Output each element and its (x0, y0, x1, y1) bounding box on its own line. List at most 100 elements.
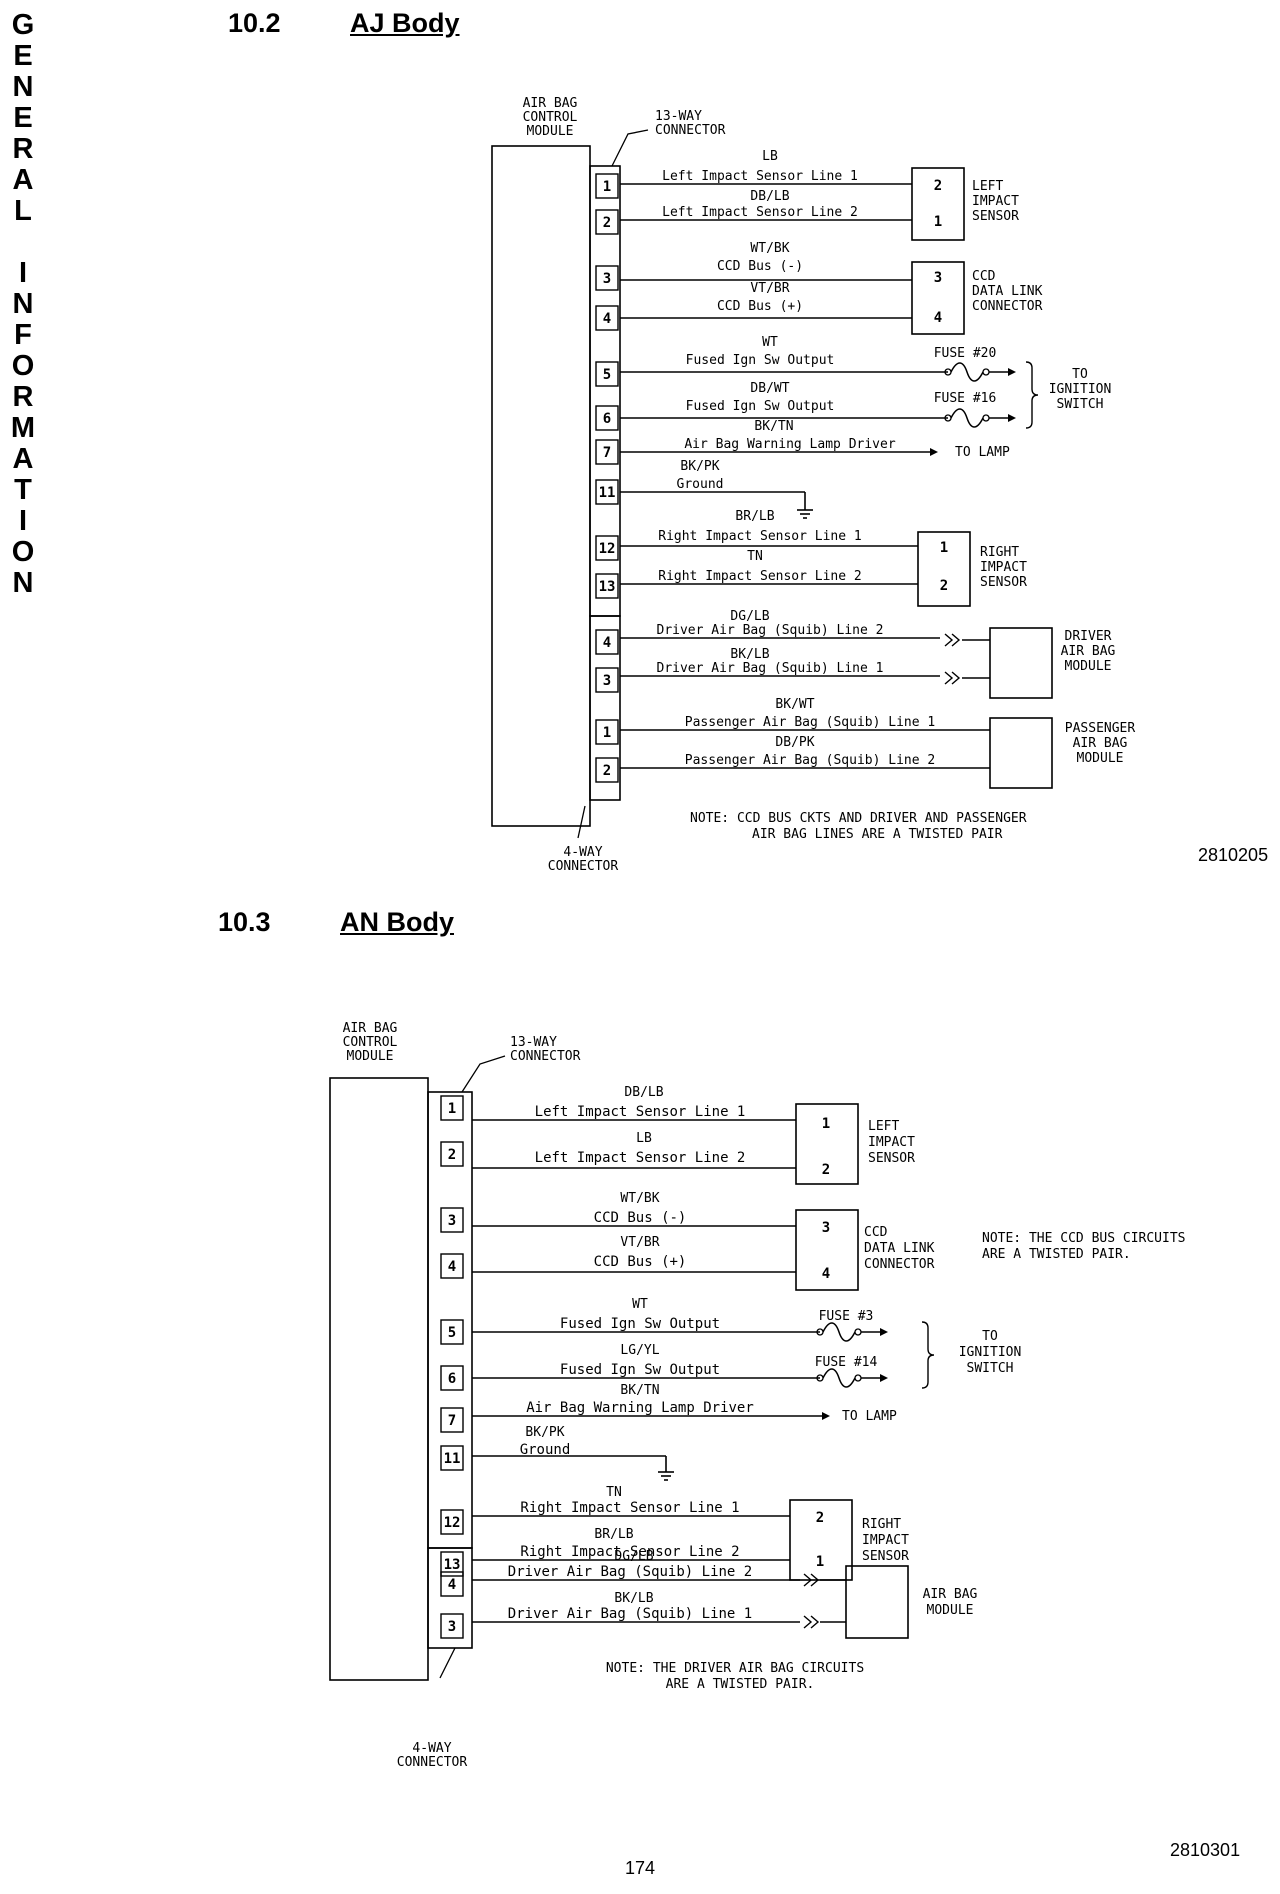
connector-label: CONNECTOR (655, 123, 726, 138)
note-text: ARE A TWISTED PAIR. (666, 1677, 815, 1692)
pin-box (595, 405, 619, 431)
wire-color: BK/WT (775, 697, 814, 712)
module-label: AIR BAG (523, 96, 578, 111)
module-label: MODULE (527, 124, 574, 139)
pin-number: 7 (448, 1413, 456, 1429)
sidebar-letter: R (12, 133, 34, 165)
sidebar-letter: G (11, 9, 35, 41)
fuse-terminal (854, 1328, 862, 1336)
fuse-terminal (854, 1374, 862, 1382)
wire-color: BK/LB (614, 1591, 653, 1606)
ccd-label: DATA LINK (972, 284, 1043, 299)
module-label: MODULE (347, 1049, 394, 1064)
pin-number: 11 (599, 485, 616, 501)
pin-number: 13 (599, 579, 616, 595)
sidebar-letter: E (13, 102, 33, 134)
pin-number: 4 (934, 310, 942, 326)
circuit-name: Ground (677, 477, 724, 492)
ignition-switch-label: TO (982, 1329, 998, 1344)
connector-label: CONNECTOR (397, 1755, 468, 1770)
sidebar-letter: E (13, 40, 33, 72)
pin-box (595, 573, 619, 599)
arrow-head (880, 1328, 888, 1336)
connector-label: CONNECTOR (548, 859, 619, 874)
wire-color: BR/LB (735, 509, 774, 524)
section-title: AJ Body (350, 8, 460, 38)
right-impact-sensor-label: SENSOR (980, 575, 1027, 590)
ccd-label: CCD (972, 269, 996, 284)
pin-number: 4 (603, 311, 611, 327)
ccd-note: ARE A TWISTED PAIR. (982, 1247, 1131, 1262)
right-impact-sensor-label: IMPACT (980, 560, 1027, 575)
left-impact-sensor (911, 167, 965, 241)
connector-label: 13-WAY (655, 109, 702, 124)
pin-box (440, 1207, 464, 1233)
fuse-label: FUSE #3 (819, 1309, 874, 1324)
driver-air-bag-module-label: AIR BAG (1061, 644, 1116, 659)
pin-box (440, 1445, 464, 1471)
pin-number: 13 (444, 1557, 461, 1573)
inline-connector-icon (803, 1573, 820, 1587)
sidebar-letter: F (14, 319, 32, 351)
pin-number: 7 (603, 445, 611, 461)
driver-air-bag-module (989, 627, 1053, 699)
pin-box (595, 479, 619, 505)
pin-number: 4 (822, 1266, 830, 1282)
ignition-switch-label: IGNITION (1049, 382, 1112, 397)
section-title: AN Body (340, 907, 454, 937)
connector-label: CONNECTOR (510, 1049, 581, 1064)
pin-box (440, 1571, 464, 1597)
wire-color: BK/PK (525, 1425, 564, 1440)
pin-box (440, 1319, 464, 1345)
right-impact-sensor-label: IMPACT (862, 1533, 909, 1548)
pin-number: 2 (816, 1510, 824, 1526)
fuse-terminal (982, 414, 990, 422)
ccd-label: CONNECTOR (864, 1257, 935, 1272)
pin-box (440, 1551, 464, 1577)
connector-label: 4-WAY (412, 1741, 451, 1756)
circuit-name: Fused Ign Sw Output (686, 399, 835, 414)
note-text: NOTE: CCD BUS CKTS AND DRIVER AND PASSEN… (690, 811, 1027, 826)
module-label: AIR BAG (343, 1021, 398, 1036)
pin-number: 2 (934, 178, 942, 194)
pin-box (595, 265, 619, 291)
air-bag-control-module (329, 1077, 429, 1681)
right-impact-sensor (917, 531, 971, 607)
ignition-switch-label: IGNITION (959, 1345, 1022, 1360)
sidebar-letter: O (11, 350, 35, 382)
arrow-head (1008, 368, 1016, 376)
pin-box (440, 1509, 464, 1535)
air-bag-control-module (491, 145, 591, 827)
pin-number: 5 (448, 1325, 456, 1341)
pin-number: 12 (444, 1515, 461, 1531)
wire-color: VT/BR (750, 281, 789, 296)
wire-color: LG/YL (620, 1343, 659, 1358)
pin-number: 5 (603, 367, 611, 383)
pin-box (595, 535, 619, 561)
sidebar-letter: I (18, 505, 28, 537)
sidebar-letter: N (12, 567, 34, 599)
arrow-head (930, 448, 938, 456)
pin-number: 3 (822, 1220, 830, 1236)
passenger-air-bag-module-label: PASSENGER (1065, 721, 1136, 736)
connector-4-way (589, 615, 621, 801)
circuit-name: Left Impact Sensor Line 2 (535, 1150, 746, 1166)
brace (1025, 361, 1039, 429)
wire-color: DB/WT (750, 381, 789, 396)
pin-number: 4 (448, 1259, 456, 1275)
left-impact-sensor-label: LEFT (868, 1119, 899, 1134)
circuit-name: CCD Bus (-) (594, 1210, 687, 1226)
circuit-name: Driver Air Bag (Squib) Line 2 (657, 623, 884, 638)
pin-box (440, 1365, 464, 1391)
circuit-name: Air Bag Warning Lamp Driver (526, 1400, 754, 1416)
circuit-name: CCD Bus (-) (717, 259, 803, 274)
pin-box (595, 719, 619, 745)
wire-color: WT (632, 1297, 648, 1312)
pin-box (440, 1095, 464, 1121)
sidebar-letter: A (12, 164, 34, 196)
ccd-data-link-connector (911, 261, 965, 335)
leader-line (611, 129, 649, 167)
inline-connector-icon (944, 671, 961, 685)
wire-color: DB/PK (775, 735, 814, 750)
wire-color: WT/BK (620, 1191, 659, 1206)
